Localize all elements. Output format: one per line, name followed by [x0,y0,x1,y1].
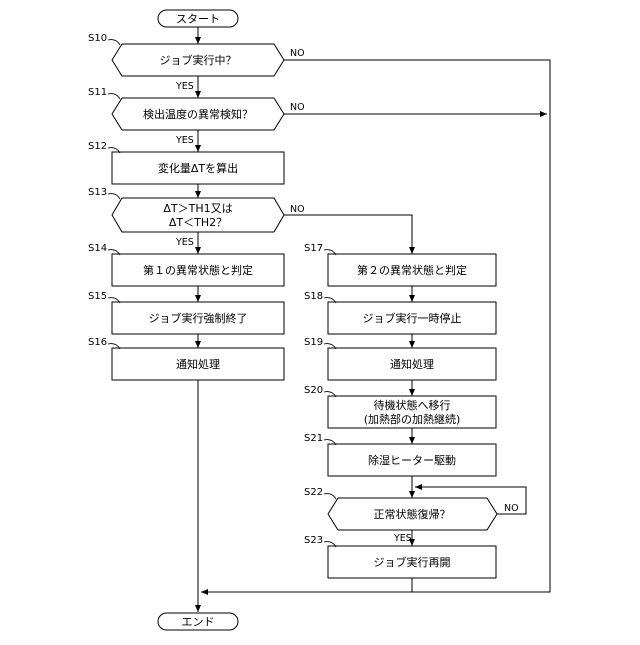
s10-no-label: NO [290,48,305,59]
start-terminal: スタート [158,10,238,27]
s20-text-line2: (加熱部の加熱継続) [364,412,461,426]
decision-s10: ジョブ実行中？ [112,44,284,76]
s11-yes-label: YES [175,135,194,146]
s14-text: 第１の異常状態と判定 [143,263,253,277]
s15-text: ジョブ実行強制終了 [149,311,248,325]
s16-text: 通知処理 [176,357,220,371]
s22-no-label: NO [504,503,519,514]
end-terminal: エンド [158,613,238,630]
s18-text: ジョブ実行一時停止 [363,311,462,325]
s19-text: 通知処理 [390,357,434,371]
s22-yes-label: YES [393,533,412,544]
process-s14: 第１の異常状態と判定 [112,254,284,286]
step-label-s18: S18 [304,291,323,302]
process-s16: 通知処理 [112,348,284,380]
s13-text-line1: ΔT＞TH1又は [163,202,232,215]
s10-yes-label: YES [175,81,194,92]
step-label-s21: S21 [304,433,323,444]
step-label-s16: S16 [88,337,107,348]
s13-text-line2: ΔT＜TH2？ [169,216,227,229]
step-label-s12: S12 [88,141,107,152]
s10-text: ジョブ実行中？ [160,53,237,67]
decision-s13: ΔT＞TH1又は ΔT＜TH2？ [112,198,284,232]
s17-text: 第２の異常状態と判定 [357,263,467,277]
step-label-s13: S13 [88,187,107,198]
decision-s22: 正常状態復帰？ [328,498,497,530]
s23-text: ジョブ実行再開 [374,555,451,569]
process-s20: 待機状態へ移行 (加熱部の加熱継続) [328,396,496,428]
end-label: エンド [182,616,215,629]
process-s12: 変化量ΔTを算出 [112,152,284,184]
step-label-s19: S19 [304,337,323,348]
step-label-s17: S17 [304,243,323,254]
s13-no-label: NO [290,204,305,215]
process-s15: ジョブ実行強制終了 [112,302,284,334]
s13-yes-label: YES [175,237,194,248]
s11-text: 検出温度の異常検知？ [143,107,253,121]
process-s18: ジョブ実行一時停止 [328,302,496,334]
start-label: スタート [176,13,220,26]
s20-text-line1: 待機状態へ移行 [374,398,451,412]
s12-text: 変化量ΔTを算出 [158,161,238,175]
process-s23: ジョブ実行再開 [328,546,496,578]
process-s17: 第２の異常状態と判定 [328,254,496,286]
step-label-s15: S15 [88,291,107,302]
step-label-s11: S11 [88,87,107,98]
step-label-s22: S22 [304,487,323,498]
process-s19: 通知処理 [328,348,496,380]
step-label-s10: S10 [88,33,107,44]
process-s21: 除湿ヒーター駆動 [328,444,496,476]
s21-text: 除湿ヒーター駆動 [368,453,456,467]
step-label-s23: S23 [304,535,323,546]
step-label-s20: S20 [304,385,323,396]
decision-s11: 検出温度の異常検知？ [112,98,284,130]
s11-no-label: NO [290,102,305,113]
s22-text: 正常状態復帰？ [374,507,451,521]
step-label-s14: S14 [88,243,107,254]
